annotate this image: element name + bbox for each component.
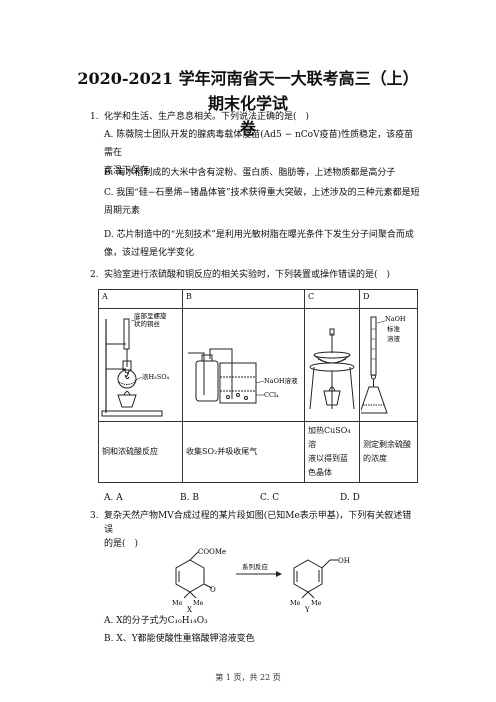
caption-c-line1: 加热CuSO₄溶: [308, 426, 351, 449]
caption-d-line1: 测定剩余硫酸: [363, 440, 411, 449]
apparatus-c-cell: [304, 308, 360, 422]
title-line-1: 2020-2021 学年河南省天一大联考高三（上）期末化学试: [77, 69, 419, 113]
x-methyl-2-label: Me: [193, 599, 204, 607]
x-carbonyl-o-label: O: [210, 586, 216, 594]
q1-option-c-line2: 周期元素: [104, 206, 141, 216]
q3-option-b: B. X、Y都能使酸性重铬酸钾溶液变色: [104, 634, 255, 644]
q1-option-a-line2: 高温下保存: [104, 166, 150, 176]
q1-option-b: B. 海水稻制成的大米中含有淀粉、蛋白质、脂肪等，上述物质都是高分子: [104, 168, 396, 178]
q3-option-a: A. X的分子式为C₁₀H₁₄O₃: [104, 616, 208, 626]
q1-option-c-line1: C. 我国“硅−石墨烯−锗晶体管”技术获得重大突破，上述涉及的三种元素都是短: [104, 188, 420, 198]
q1-option-c: C. 我国“硅−石墨烯−锗晶体管”技术获得重大突破，上述涉及的三种元素都是短 周…: [104, 184, 420, 220]
compound-x-label: X: [187, 606, 192, 612]
q2-choice-d[interactable]: D. D: [340, 493, 360, 503]
label-naoh-standard-2: 标准: [387, 324, 401, 333]
y-methyl-1-label: Me: [290, 599, 301, 607]
caption-c-line3: 色晶体: [308, 468, 332, 477]
apparatus-d-diagram: NaOH 标准 溶液: [358, 315, 406, 414]
caption-a: 铜和浓硫酸反应: [98, 421, 183, 483]
q2-choice-c[interactable]: C. C: [260, 493, 280, 503]
label-spiral-copper-2: 状的铜丝: [134, 319, 161, 328]
label-naoh-standard-3: 溶液: [387, 334, 401, 343]
q1-option-a: A. 陈薇院士团队开发的腺病毒载体疫苗(Ad5 − nCoV疫苗)性质稳定，该疫…: [104, 126, 420, 180]
apparatus-a-cell: 底部呈螺旋 状的铜丝 浓H₂SO₄: [98, 308, 183, 422]
table-header-d: D: [359, 289, 418, 309]
table-header-c: C: [304, 289, 360, 309]
label-spiral-copper-1: 底部呈螺旋: [134, 311, 167, 320]
q1-option-d: D. 芯片制造中的“光刻技术”是利用光敏树脂在曝光条件下发生分子间聚合而成 像，…: [104, 226, 420, 262]
q2-choice-b[interactable]: B. B: [180, 493, 199, 503]
q2-apparatus-table: A B C D: [98, 289, 418, 483]
q3-number: 3.: [90, 511, 99, 521]
q2-number: 2.: [90, 270, 99, 280]
y-methyl-2-label: Me: [311, 599, 322, 607]
caption-c-line2: 液以得到蓝: [308, 454, 348, 463]
x-coome-label: COOMe: [198, 548, 226, 556]
reaction-condition-label: 系列反应: [242, 562, 269, 571]
label-ccl4: CCl₄: [264, 391, 279, 399]
q1-stem: 化学和生活、生产息息相关。下列说法正确的是( ): [104, 112, 310, 122]
table-header-b: B: [182, 289, 305, 309]
label-naoh-standard-1: NaOH: [385, 315, 406, 323]
caption-d-line2: 的浓度: [363, 454, 387, 463]
q1-option-d-line1: D. 芯片制造中的“光刻技术”是利用光敏树脂在曝光条件下发生分子间聚合而成: [104, 230, 414, 240]
apparatus-a-diagram: 底部呈螺旋 状的铜丝 浓H₂SO₄: [101, 311, 170, 417]
q1-option-d-line2: 像，该过程是化学变化: [104, 248, 195, 258]
y-hydroxyl-label: OH: [338, 557, 350, 565]
x-methyl-1-label: Me: [172, 599, 183, 607]
q3-stem: 复杂天然产物MV合成过程的某片段如图(已知Me表示甲基)，下列有关叙述错误 的是…: [104, 509, 414, 551]
q2-stem: 实验室进行浓硫酸和铜反应的相关实验时，下列装置或操作错误的是( ): [104, 270, 391, 280]
title-line-2: 卷: [239, 119, 256, 138]
q1-option-a-line1: A. 陈薇院士团队开发的腺病毒载体疫苗(Ad5 − nCoV疫苗)性质稳定，该疫…: [104, 130, 414, 158]
table-header-a: A: [98, 289, 183, 309]
q3-stem-line2: 的是( ): [104, 539, 139, 549]
q1-number: 1.: [90, 112, 99, 122]
q2-choice-a[interactable]: A. A: [104, 493, 123, 503]
compound-y-label: Y: [304, 606, 310, 612]
q3-stem-line1: 复杂天然产物MV合成过程的某片段如图(已知Me表示甲基)，下列有关叙述错误: [104, 511, 412, 535]
caption-c: 加热CuSO₄溶 液以得到蓝 色晶体: [304, 421, 360, 483]
q3-reaction-scheme: COOMe O Me Me X 系列反应 OH Me Me Y: [172, 548, 350, 612]
caption-b: 收集SO₂并吸收尾气: [182, 421, 305, 483]
apparatus-d-cell: NaOH 标准 溶液: [358, 308, 418, 422]
label-conc-h2so4: 浓H₂SO₄: [142, 372, 170, 381]
label-naoh-solution: NaOH溶液: [264, 376, 298, 385]
apparatus-b-diagram: NaOH溶液 CCl₄: [187, 348, 298, 404]
apparatus-c-diagram: [309, 328, 354, 410]
caption-d: 测定剩余硫酸 的浓度: [359, 421, 418, 483]
page-footer: 第 1 页，共 22 页: [215, 673, 281, 682]
apparatus-b-cell: NaOH溶液 CCl₄: [182, 308, 305, 422]
exam-title: 2020-2021 学年河南省天一大联考高三（上）期末化学试 卷: [70, 66, 426, 141]
